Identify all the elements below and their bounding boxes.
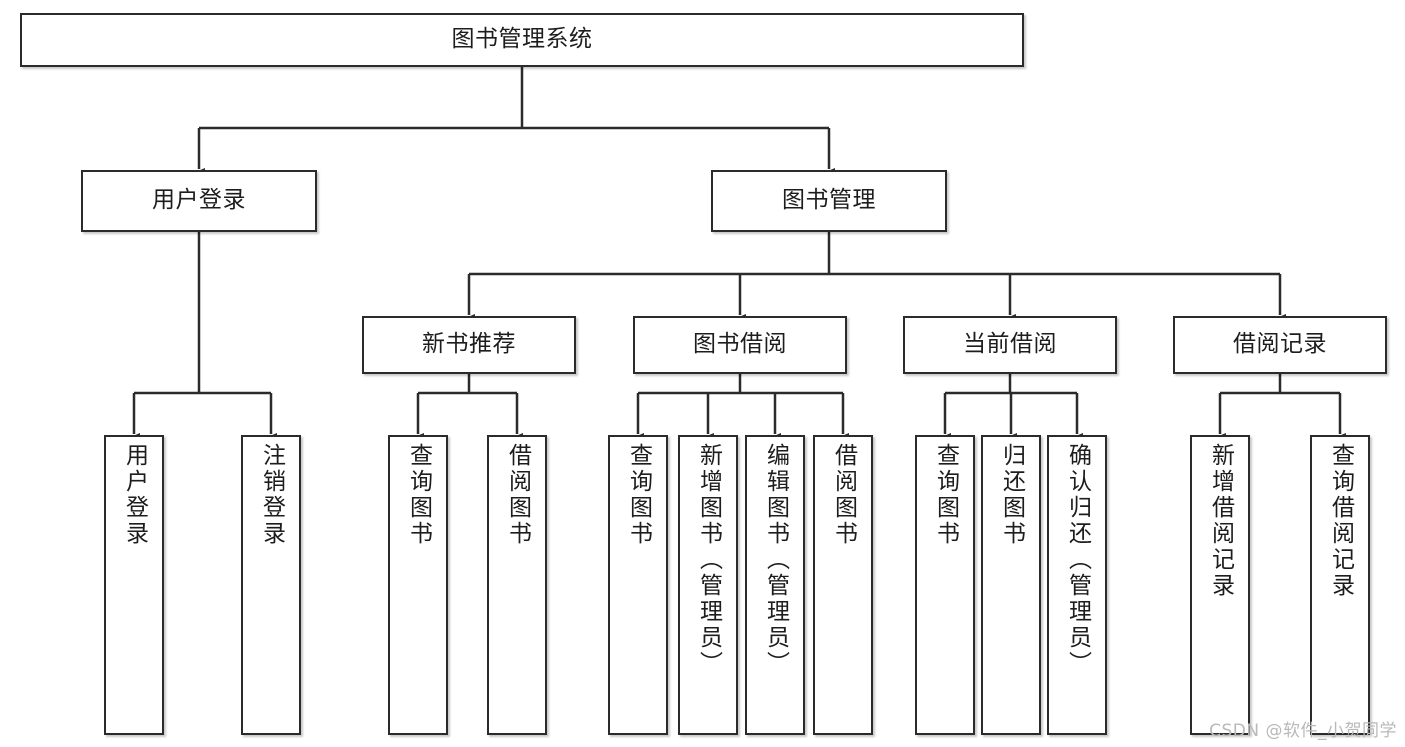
node-label: 注销登录: [258, 443, 285, 547]
node-label: 借阅图书: [830, 443, 857, 547]
node-book-borrow[interactable]: 图书借阅: [633, 316, 847, 374]
node-leaf-borrow-2[interactable]: 借阅图书: [813, 435, 873, 735]
node-leaf-user-login[interactable]: 用户登录: [104, 435, 164, 735]
node-root[interactable]: 图书管理系统: [20, 13, 1024, 67]
node-borrow-record[interactable]: 借阅记录: [1173, 316, 1387, 374]
node-label: 新增图书（管理员）: [695, 443, 722, 677]
node-user-login[interactable]: 用户登录: [81, 170, 317, 232]
node-leaf-add-book[interactable]: 新增图书（管理员）: [678, 435, 738, 735]
node-label: 确认归还（管理员）: [1064, 443, 1091, 677]
node-label: 归还图书: [998, 443, 1025, 547]
node-label: 用户登录: [121, 443, 148, 547]
node-label: 查询图书: [932, 443, 959, 547]
node-label: 新书推荐: [422, 331, 516, 358]
csdn-watermark: CSDN @软件_小贺同学: [1209, 721, 1397, 741]
node-label: 查询图书: [405, 443, 432, 547]
node-label: 借阅记录: [1233, 331, 1327, 358]
node-leaf-query-3[interactable]: 查询图书: [915, 435, 975, 735]
node-label: 图书管理系统: [451, 26, 593, 53]
node-label: 当前借阅: [963, 331, 1057, 358]
node-current-borrow[interactable]: 当前借阅: [903, 316, 1117, 374]
node-leaf-confirm[interactable]: 确认归还（管理员）: [1047, 435, 1107, 735]
node-new-book-rec[interactable]: 新书推荐: [362, 316, 576, 374]
node-leaf-query-1[interactable]: 查询图书: [388, 435, 448, 735]
node-leaf-edit-book[interactable]: 编辑图书（管理员）: [745, 435, 805, 735]
node-label: 图书管理: [782, 187, 876, 214]
node-leaf-return[interactable]: 归还图书: [981, 435, 1041, 735]
node-leaf-query-2[interactable]: 查询图书: [608, 435, 668, 735]
node-leaf-logout[interactable]: 注销登录: [241, 435, 301, 735]
node-label: 用户登录: [152, 187, 246, 214]
node-label: 查询借阅记录: [1327, 443, 1354, 599]
node-leaf-add-rec[interactable]: 新增借阅记录: [1190, 435, 1250, 735]
node-label: 查询图书: [625, 443, 652, 547]
node-label: 新增借阅记录: [1207, 443, 1234, 599]
node-leaf-query-rec[interactable]: 查询借阅记录: [1310, 435, 1370, 735]
node-book-manage[interactable]: 图书管理: [711, 170, 947, 232]
node-leaf-borrow-1[interactable]: 借阅图书: [487, 435, 547, 735]
node-label: 借阅图书: [504, 443, 531, 547]
connector-lines: [128, 67, 1346, 443]
node-label: 编辑图书（管理员）: [762, 443, 789, 677]
node-label: 图书借阅: [693, 331, 787, 358]
